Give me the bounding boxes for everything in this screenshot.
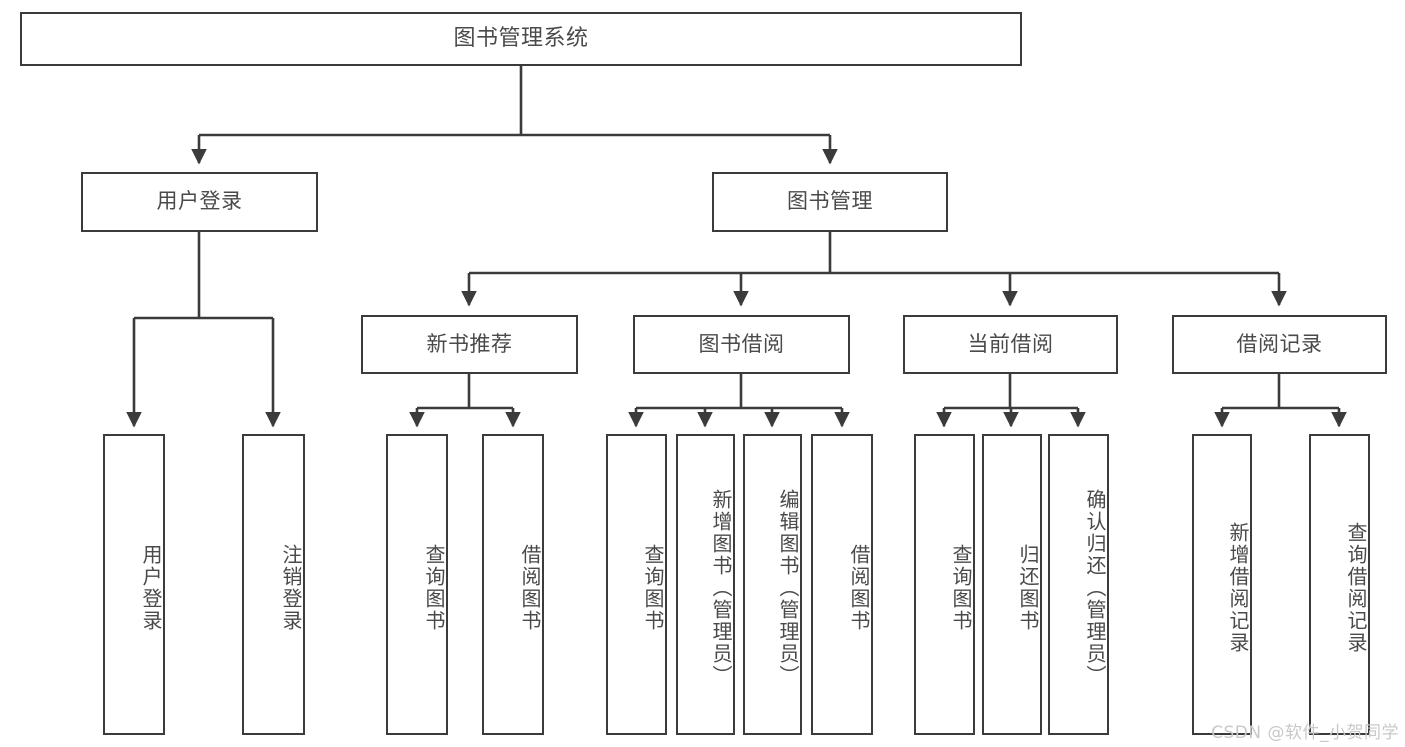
node-label: 新书推荐 <box>426 331 513 356</box>
node-label: 当前借阅 <box>967 331 1054 356</box>
node-leaf-confirm-return[interactable]: 确认归还（管理员） <box>1048 434 1109 735</box>
node-label: 借阅图书 <box>847 543 871 632</box>
node-label: 借阅记录 <box>1236 331 1323 356</box>
node-label: 图书管理 <box>787 189 873 214</box>
node-label: 用户登录 <box>156 189 243 214</box>
node-leaf-query-book-1[interactable]: 查询图书 <box>386 434 448 735</box>
node-label: 查询图书 <box>641 543 665 632</box>
node-new-book-recommend[interactable]: 新书推荐 <box>361 315 578 374</box>
node-label: 新增借阅记录 <box>1226 521 1250 654</box>
node-book-management[interactable]: 图书管理 <box>712 172 948 232</box>
node-root-book-management-system[interactable]: 图书管理系统 <box>20 12 1022 66</box>
node-user-login[interactable]: 用户登录 <box>81 172 318 232</box>
node-leaf-add-record[interactable]: 新增借阅记录 <box>1192 434 1252 735</box>
node-label: 注销登录 <box>279 543 303 632</box>
node-book-borrow[interactable]: 图书借阅 <box>633 315 850 374</box>
node-label: 查询图书 <box>949 543 973 632</box>
node-label: 查询图书 <box>422 543 446 632</box>
node-leaf-borrow-book-2[interactable]: 借阅图书 <box>811 434 873 735</box>
node-borrow-record[interactable]: 借阅记录 <box>1172 315 1387 374</box>
node-label: 查询借阅记录 <box>1344 521 1368 654</box>
node-label: 新增图书（管理员） <box>709 488 733 687</box>
node-label: 确认归还（管理员） <box>1083 488 1107 687</box>
node-leaf-add-book[interactable]: 新增图书（管理员） <box>676 434 735 735</box>
node-label: 图书借阅 <box>698 331 785 356</box>
node-leaf-query-book-2[interactable]: 查询图书 <box>606 434 667 735</box>
node-label: 图书管理系统 <box>453 25 589 51</box>
node-leaf-user-login[interactable]: 用户登录 <box>103 434 165 735</box>
node-leaf-user-logout[interactable]: 注销登录 <box>242 434 305 735</box>
node-label: 借阅图书 <box>518 543 542 632</box>
node-leaf-return-book[interactable]: 归还图书 <box>982 434 1042 735</box>
node-current-borrow[interactable]: 当前借阅 <box>903 315 1118 374</box>
node-leaf-edit-book[interactable]: 编辑图书（管理员） <box>743 434 802 735</box>
node-leaf-query-record[interactable]: 查询借阅记录 <box>1309 434 1370 735</box>
node-leaf-query-book-3[interactable]: 查询图书 <box>914 434 975 735</box>
node-label: 编辑图书（管理员） <box>776 488 800 687</box>
node-leaf-borrow-book-1[interactable]: 借阅图书 <box>482 434 544 735</box>
node-label: 归还图书 <box>1016 543 1040 632</box>
node-label: 用户登录 <box>139 543 163 632</box>
watermark: CSDN @软件_小贺同学 <box>1211 723 1399 743</box>
